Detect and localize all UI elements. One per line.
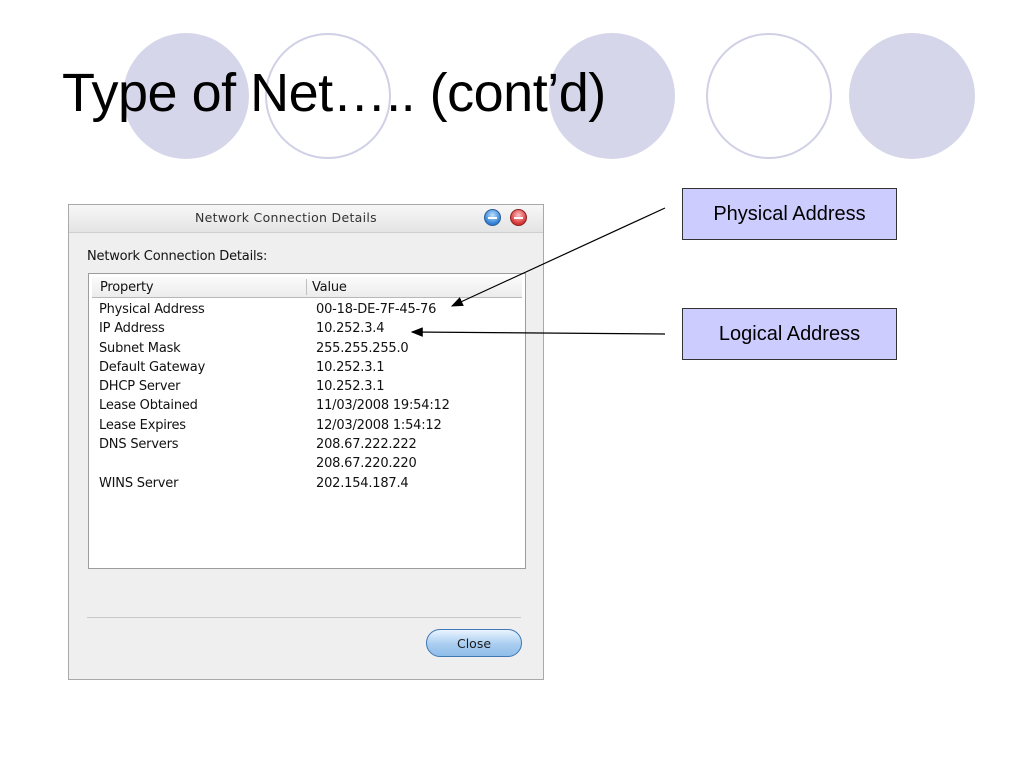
- network-details-dialog: Network Connection Details Network Conne…: [68, 204, 544, 680]
- list-rows: Physical Address 00-18-DE-7F-45-76 IP Ad…: [99, 300, 525, 493]
- decor-circle-4: [706, 33, 832, 159]
- dialog-divider: [87, 617, 521, 618]
- table-row[interactable]: Lease Obtained 11/03/2008 19:54:12: [99, 396, 525, 415]
- row-property: Subnet Mask: [99, 340, 181, 356]
- decor-circle-1: [123, 33, 249, 159]
- row-value: 208.67.220.220: [316, 456, 417, 472]
- slide-title: Type of Net….. (cont’d): [62, 63, 606, 123]
- row-property: Lease Expires: [99, 417, 186, 433]
- row-value: 12/03/2008 1:54:12: [316, 417, 442, 433]
- table-row[interactable]: Subnet Mask 255.255.255.0: [99, 339, 525, 358]
- decor-circle-5: [849, 33, 975, 159]
- table-row[interactable]: Physical Address 00-18-DE-7F-45-76: [99, 300, 525, 319]
- row-property: IP Address: [99, 321, 165, 337]
- row-property: WINS Server: [99, 475, 179, 491]
- callout-physical-address: Physical Address: [682, 188, 897, 240]
- arrow-physical-address: [450, 207, 666, 307]
- row-property: Lease Obtained: [99, 398, 198, 414]
- column-header-property[interactable]: Property: [100, 280, 154, 295]
- column-header-value[interactable]: Value: [312, 280, 347, 295]
- row-value: 11/03/2008 19:54:12: [316, 398, 450, 414]
- row-value: 00-18-DE-7F-45-76: [316, 302, 437, 317]
- table-row[interactable]: Lease Expires 12/03/2008 1:54:12: [99, 416, 525, 435]
- dialog-titlebar[interactable]: Network Connection Details: [69, 205, 543, 233]
- table-row[interactable]: DHCP Server 10.252.3.1: [99, 377, 525, 396]
- close-window-icon[interactable]: [510, 209, 527, 226]
- row-value: 255.255.255.0: [316, 340, 409, 356]
- row-property: DNS Servers: [99, 437, 179, 453]
- decor-circle-3: [549, 33, 675, 159]
- list-header: Property Value: [92, 277, 522, 298]
- close-button[interactable]: Close: [426, 629, 522, 657]
- minimize-icon[interactable]: [484, 209, 501, 226]
- details-heading: Network Connection Details:: [87, 249, 268, 264]
- details-listview[interactable]: Property Value Physical Address 00-18-DE…: [88, 273, 526, 569]
- row-value: 10.252.3.1: [316, 359, 385, 375]
- row-property: Default Gateway: [99, 359, 206, 375]
- table-row[interactable]: IP Address 10.252.3.4: [99, 319, 525, 338]
- decor-circle-2: [265, 33, 391, 159]
- column-separator[interactable]: [306, 279, 307, 295]
- dialog-title: Network Connection Details: [194, 210, 377, 225]
- table-row[interactable]: 208.67.220.220: [99, 454, 525, 473]
- row-property: Physical Address: [99, 302, 205, 317]
- row-value: 202.154.187.4: [316, 475, 409, 491]
- row-value: 208.67.222.222: [316, 437, 417, 453]
- row-property: DHCP Server: [99, 379, 181, 395]
- table-row[interactable]: Default Gateway 10.252.3.1: [99, 358, 525, 377]
- table-row[interactable]: DNS Servers 208.67.222.222: [99, 435, 525, 454]
- row-value: 10.252.3.4: [316, 321, 385, 337]
- table-row[interactable]: WINS Server 202.154.187.4: [99, 474, 525, 493]
- arrow-logical-address: [410, 327, 666, 337]
- callout-logical-address: Logical Address: [682, 308, 897, 360]
- row-value: 10.252.3.1: [316, 379, 385, 395]
